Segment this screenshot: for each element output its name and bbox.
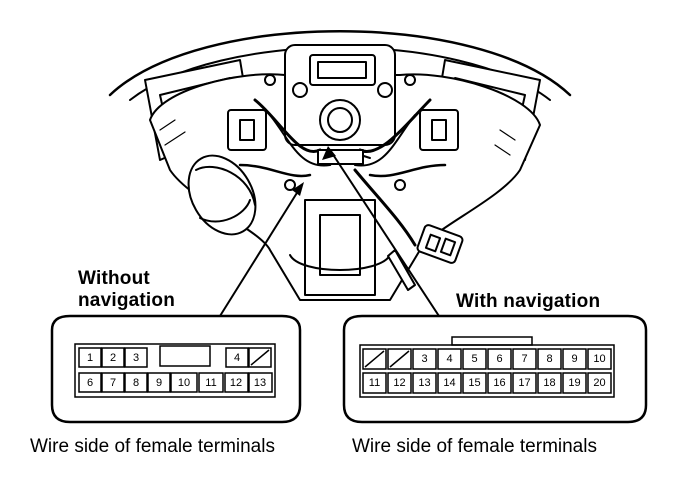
terminal-3: 3 <box>133 352 139 364</box>
terminal-cell <box>512 348 537 370</box>
label-without-nav-line2: navigation <box>78 290 176 311</box>
terminal-4: 4 <box>234 352 240 364</box>
terminal-cell <box>362 372 387 394</box>
terminal-row-2-right <box>362 372 612 394</box>
terminal-11: 11 <box>369 377 380 389</box>
arrow-head-left <box>292 182 304 196</box>
terminal-9: 9 <box>156 377 162 389</box>
pointer-line-with-nav <box>329 149 459 346</box>
terminal-14: 14 <box>443 377 455 389</box>
pointer-arrows <box>292 146 336 196</box>
terminal-19: 19 <box>568 377 580 389</box>
terminal-13: 13 <box>254 377 266 389</box>
terminal-cell <box>387 348 412 370</box>
terminal-1: 1 <box>87 352 93 364</box>
terminal-6: 6 <box>496 353 502 365</box>
terminal-8: 8 <box>133 377 139 389</box>
terminal-cell <box>562 348 587 370</box>
terminal-cell <box>587 348 612 370</box>
terminal-cell <box>537 348 562 370</box>
terminal-13: 13 <box>418 377 430 389</box>
terminal-cell <box>512 372 537 394</box>
terminal-cell <box>462 372 487 394</box>
terminal-row-1-right <box>362 348 612 370</box>
terminal-3: 3 <box>421 353 427 365</box>
caption-right: Wire side of female terminals <box>352 436 597 457</box>
terminal-8: 8 <box>546 353 552 365</box>
connector-without-nav: 1 2 3 4 6 7 8 9 10 11 12 13 <box>50 314 302 424</box>
terminal-row-1 <box>78 345 272 368</box>
terminal-cell <box>587 372 612 394</box>
terminal-20: 20 <box>593 377 605 389</box>
unused-terminal-slash <box>364 350 385 368</box>
terminal-2: 2 <box>110 352 116 364</box>
terminal-7: 7 <box>110 377 116 389</box>
terminal-12: 12 <box>230 377 242 389</box>
terminal-cell <box>562 372 587 394</box>
arrow-head-right <box>322 146 336 160</box>
terminal-cell <box>412 348 437 370</box>
terminal-cell <box>462 348 487 370</box>
unused-terminal-slash <box>389 350 410 368</box>
terminal-10: 10 <box>593 353 605 365</box>
terminal-18: 18 <box>543 377 555 389</box>
terminal-cell <box>412 372 437 394</box>
terminal-grid-right <box>359 344 615 398</box>
terminal-9: 9 <box>571 353 577 365</box>
connector-shell-left <box>50 314 302 424</box>
label-without-nav-line1: Without <box>78 268 150 289</box>
label-with-nav: With navigation <box>456 291 601 312</box>
terminal-17: 17 <box>518 377 530 389</box>
terminal-labels-right: 3 4 5 6 7 8 9 10 11 12 13 14 15 16 17 18 19 20 <box>369 353 606 389</box>
terminal-11: 11 <box>205 377 216 389</box>
terminal-cell <box>387 372 412 394</box>
steering-wheel-illustration <box>108 30 572 301</box>
terminal-12: 12 <box>393 377 405 389</box>
terminal-7: 7 <box>521 353 527 365</box>
terminal-6: 6 <box>87 377 93 389</box>
terminal-cell <box>487 372 512 394</box>
terminal-grid-left <box>74 343 276 398</box>
terminal-cell <box>537 372 562 394</box>
caption-left: Wire side of female terminals <box>30 436 275 457</box>
terminal-cell <box>487 348 512 370</box>
terminal-row-2 <box>78 372 273 393</box>
terminal-4: 4 <box>446 353 452 365</box>
terminal-10: 10 <box>178 377 190 389</box>
terminal-cell <box>437 348 462 370</box>
terminal-16: 16 <box>493 377 505 389</box>
connector-with-nav: 3 4 5 6 7 8 9 10 11 12 13 14 15 16 17 18 19 20 <box>342 314 648 424</box>
terminal-15: 15 <box>468 377 480 389</box>
terminal-5: 5 <box>471 353 477 365</box>
terminal-cell <box>437 372 462 394</box>
terminal-cell <box>362 348 387 370</box>
